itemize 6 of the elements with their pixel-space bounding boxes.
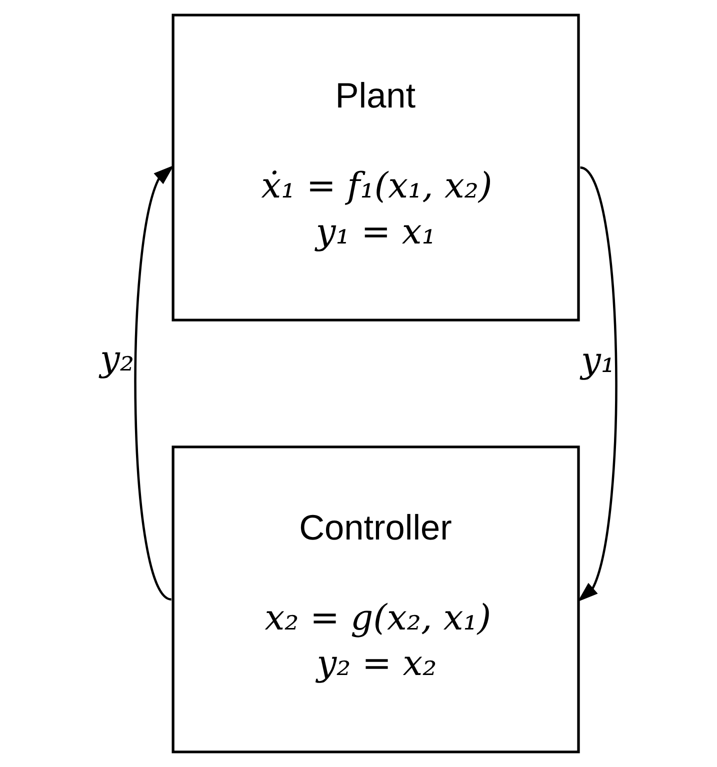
edge-label: y₂: [100, 338, 134, 380]
node-box: Controller x₂ = g(x₂, x₁) y₂ = x₂: [172, 446, 580, 754]
node-box: Plant ẋ₁ = f₁(x₁, x₂) y₁ = x₁: [172, 14, 580, 322]
edge-label: y₁: [580, 340, 616, 381]
arrow: [578, 166, 618, 602]
arrow: [134, 165, 174, 600]
